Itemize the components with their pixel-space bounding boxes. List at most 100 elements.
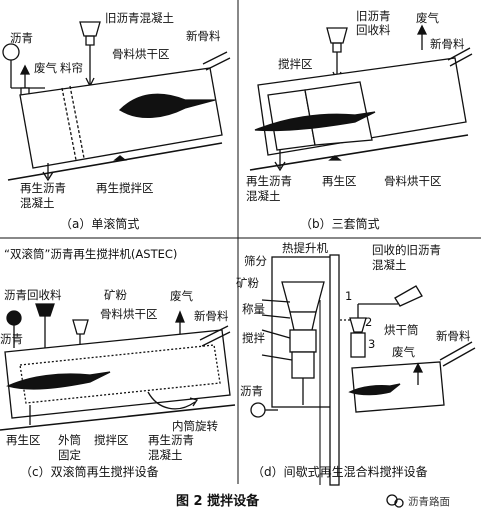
watermark-logo-icon-2 [394, 498, 404, 508]
drying-drum [351, 361, 445, 413]
asphalt-d-tank-icon [250, 402, 266, 418]
burner-b-flame-icon [254, 111, 376, 132]
recycled-tank-icon [6, 310, 22, 326]
exhaust-arrow-icon [19, 64, 31, 75]
label-a-recycled-concrete-2: 混凝土 [20, 196, 55, 210]
label-d-new-aggregate: 新骨料 [436, 329, 471, 343]
label-d-exhaust: 废气 [392, 345, 415, 359]
label-d-recovered-1: 回收的旧沥青 [372, 243, 441, 257]
label-c-mixing-zone: 搅拌区 [94, 433, 129, 447]
label-c-asphalt: 沥青 [0, 332, 23, 346]
label-c-new-aggregate: 新骨料 [194, 309, 229, 323]
label-c-recycled-concrete-2: 混凝土 [148, 448, 183, 462]
panel-d [250, 254, 476, 486]
panel-a [2, 21, 231, 182]
new-aggregate-b-chute-2 [449, 53, 473, 67]
label-b-new-aggregate: 新骨料 [430, 37, 465, 51]
panel-b [249, 24, 473, 172]
label-c-exhaust: 废气 [170, 289, 193, 303]
single-drum [19, 67, 223, 169]
intermediate-hopper-icon [349, 317, 367, 333]
label-c-inner-rotation: 内筒旋转 [172, 419, 218, 433]
new-aggregate-b-chute [447, 47, 471, 61]
label-c-recycled-concrete-1: 再生沥青 [148, 433, 194, 447]
label-a-exhaust: 废气 [34, 61, 57, 75]
leader-screen [261, 299, 291, 303]
burner-d-flame-icon [348, 383, 401, 396]
hopper-spout [85, 35, 95, 46]
new-aggregate-d-chute [439, 341, 473, 361]
label-a-drying-zone: 骨料烘干区 [112, 47, 170, 61]
base-c [0, 404, 236, 431]
label-c-regen-zone: 再生区 [6, 433, 41, 447]
material-curtain-2 [69, 85, 85, 159]
label-d-drying-drum: 烘干筒 [384, 323, 419, 337]
asphalt-tank-icon [2, 43, 20, 61]
label-b-recycled-concrete-2: 混凝土 [246, 189, 281, 203]
label-d-weighing: 称量 [242, 302, 265, 316]
caption-b: （b）三套筒式 [300, 216, 380, 231]
old-concrete-hopper-icon [79, 21, 101, 37]
caption-d: （d）间歇式再生混合料搅拌设备 [252, 464, 428, 479]
discharge-arrow-icon [42, 171, 54, 182]
exhaust-c-arrow-icon [175, 310, 185, 323]
label-c-recycled-asphalt: 沥青回收料 [4, 288, 62, 302]
old-asphalt-hopper-icon [326, 27, 348, 44]
recycled-hopper-icon [35, 303, 55, 317]
new-aggregate-d-chute-2 [442, 347, 476, 367]
caption-c: （c）双滚筒再生搅拌设备 [20, 464, 159, 479]
hot-elevator [329, 254, 340, 486]
new-aggregate-c-chute-2 [201, 331, 231, 347]
label-c-mineral-powder: 矿粉 [104, 288, 127, 302]
label-b-recycled-concrete-1: 再生沥青 [246, 174, 292, 188]
burner-c-flame-icon [6, 371, 111, 390]
burner-flame-icon [118, 93, 216, 119]
figure-caption: 图 2 搅拌设备 [176, 493, 260, 509]
label-a-asphalt: 沥青 [10, 31, 33, 45]
label-a-recycled-concrete-1: 再生沥青 [20, 181, 66, 195]
leader-mix [261, 354, 293, 361]
leader-powder [261, 314, 291, 319]
label-d-mixing: 搅拌 [242, 331, 265, 345]
exhaust-d-arrow-icon [412, 362, 424, 373]
label-a-mixing-zone: 再生搅拌区 [96, 181, 154, 195]
label-b-old-asphalt: 旧沥青 [356, 9, 391, 23]
label-c-drying-zone: 骨料烘干区 [100, 307, 158, 321]
label-d-mineral-powder: 矿粉 [236, 276, 259, 290]
panel-c [0, 303, 236, 431]
weigh-scale [289, 329, 317, 353]
weighing-hopper-icon [289, 311, 317, 331]
inner-drum [19, 344, 221, 404]
watermark-text: 沥青路面 [408, 495, 450, 508]
label-a-curtain: 料帘 [60, 61, 83, 75]
label-d-screen: 筛分 [244, 254, 267, 268]
screen-unit-icon [281, 281, 325, 313]
support-a1 [113, 155, 127, 161]
recovered-hopper-icon [394, 285, 423, 307]
label-d-num1: 1 [345, 289, 352, 303]
label-d-asphalt: 沥青 [240, 384, 263, 398]
inner-rotation-arrow [147, 391, 196, 410]
label-a-old-concrete: 旧沥青混凝土 [105, 11, 174, 25]
label-c-outer-fixed-2: 固定 [58, 448, 81, 462]
label-d-recovered-2: 混凝土 [372, 258, 407, 272]
intermediate-silo [350, 332, 366, 358]
label-b-regen-zone: 再生区 [322, 174, 357, 188]
caption-a: （a）单滚筒式 [60, 216, 139, 231]
label-b-recycled-material: 回收料 [356, 23, 391, 37]
base-frame [7, 142, 223, 181]
support-b1 [328, 155, 342, 161]
label-d-num2: 2 [365, 315, 372, 329]
hopper-b-spout [332, 42, 342, 53]
label-c-outer-fixed-1: 外筒 [58, 433, 81, 447]
label-d-hot-elevator: 热提升机 [282, 241, 328, 255]
label-b-mixing-zone: 搅拌区 [278, 57, 313, 71]
new-aggregate-chute [202, 51, 228, 65]
new-aggregate-chute-2 [205, 57, 231, 71]
label-a-new-aggregate: 新骨料 [186, 29, 221, 43]
exhaust-b-arrow-icon [416, 24, 428, 35]
label-b-drying-zone: 骨料烘干区 [384, 174, 442, 188]
leader-weigh [261, 329, 291, 339]
